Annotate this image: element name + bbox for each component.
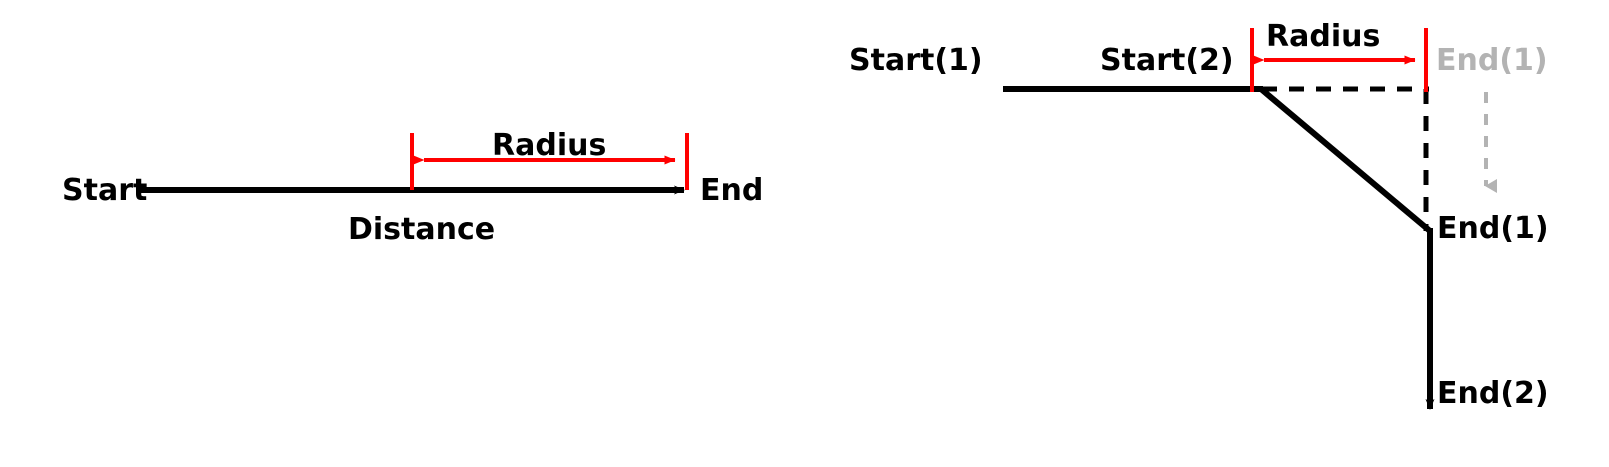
label-distance: Distance: [348, 212, 496, 247]
segment-start2-end1: [1259, 86, 1432, 234]
label-start: Start: [62, 173, 148, 208]
label-start-1: Start(1): [849, 43, 983, 78]
label-radius-right: Radius: [1266, 19, 1381, 54]
label-start-2: Start(2): [1100, 43, 1234, 78]
label-radius-left: Radius: [492, 128, 607, 163]
label-end-1-ghost: End(1): [1436, 43, 1548, 78]
label-end-1: End(1): [1437, 211, 1549, 246]
left-panel-group: [140, 133, 689, 195]
label-end: End: [700, 173, 764, 208]
label-end-2: End(2): [1437, 376, 1549, 411]
right-panel-group: [1003, 28, 1497, 410]
